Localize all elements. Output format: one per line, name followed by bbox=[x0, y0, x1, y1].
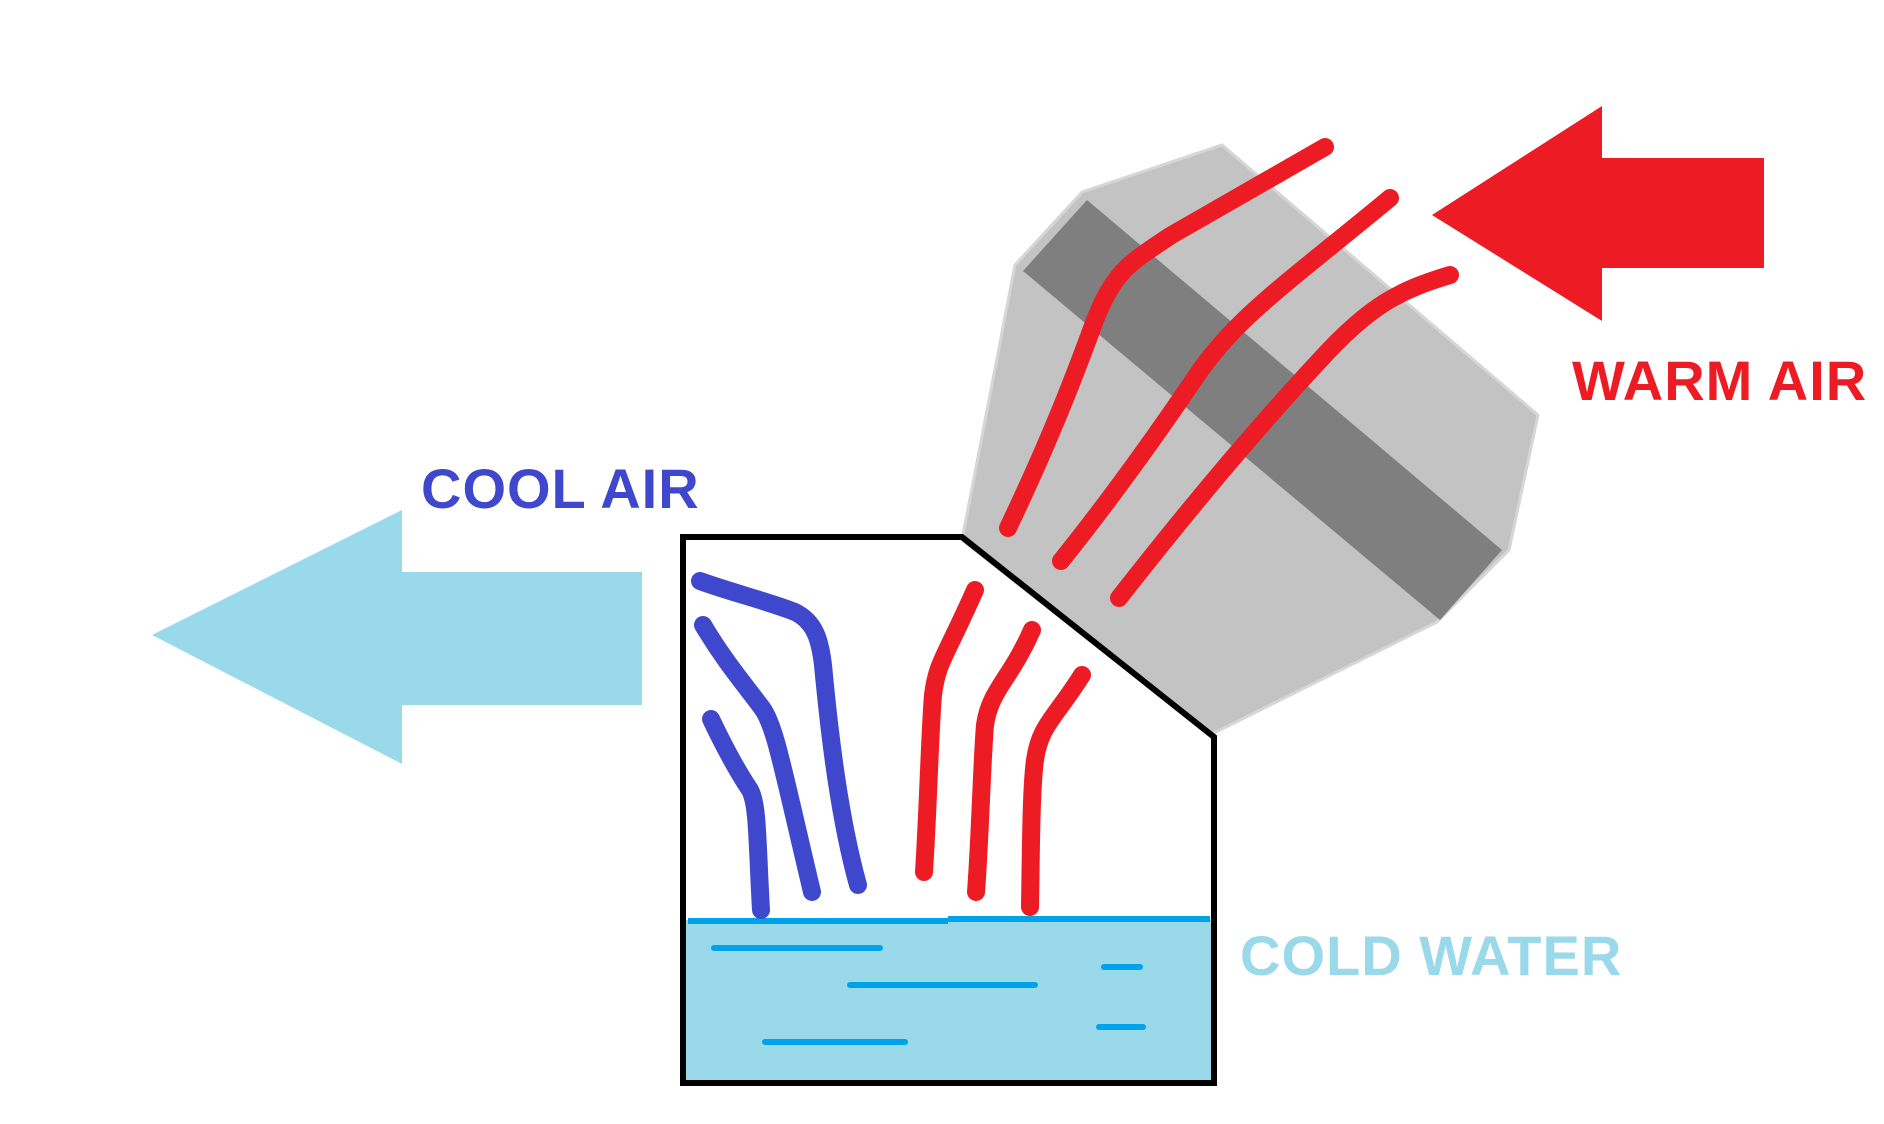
cold-water-fill bbox=[683, 920, 1214, 1080]
cold-water-label: COLD WATER bbox=[1240, 924, 1622, 987]
cool-air-stream bbox=[694, 616, 821, 901]
warm-air-streams-intake bbox=[999, 138, 1459, 607]
warm-air-stream bbox=[999, 138, 1334, 537]
cool-air-arrow bbox=[152, 510, 642, 764]
water-surface-line bbox=[688, 916, 1210, 924]
warm-air-arrow bbox=[1432, 106, 1764, 321]
water-ripples bbox=[711, 945, 1146, 1045]
cool-air-stream bbox=[691, 572, 867, 894]
warm-air-streams-box bbox=[915, 581, 1091, 916]
warm-air-stream bbox=[1021, 666, 1091, 916]
cooler-box-outline bbox=[680, 534, 1217, 1086]
warm-air-stream bbox=[915, 581, 984, 881]
warm-air-label: WARM AIR bbox=[1572, 349, 1867, 412]
cool-air-stream bbox=[702, 710, 770, 919]
fan-filter-band bbox=[1023, 200, 1502, 620]
cool-air-label: COOL AIR bbox=[421, 457, 700, 520]
cool-air-streams bbox=[691, 572, 867, 919]
warm-air-stream bbox=[967, 621, 1041, 901]
warm-air-stream bbox=[1052, 189, 1399, 570]
warm-air-stream bbox=[1110, 266, 1459, 607]
